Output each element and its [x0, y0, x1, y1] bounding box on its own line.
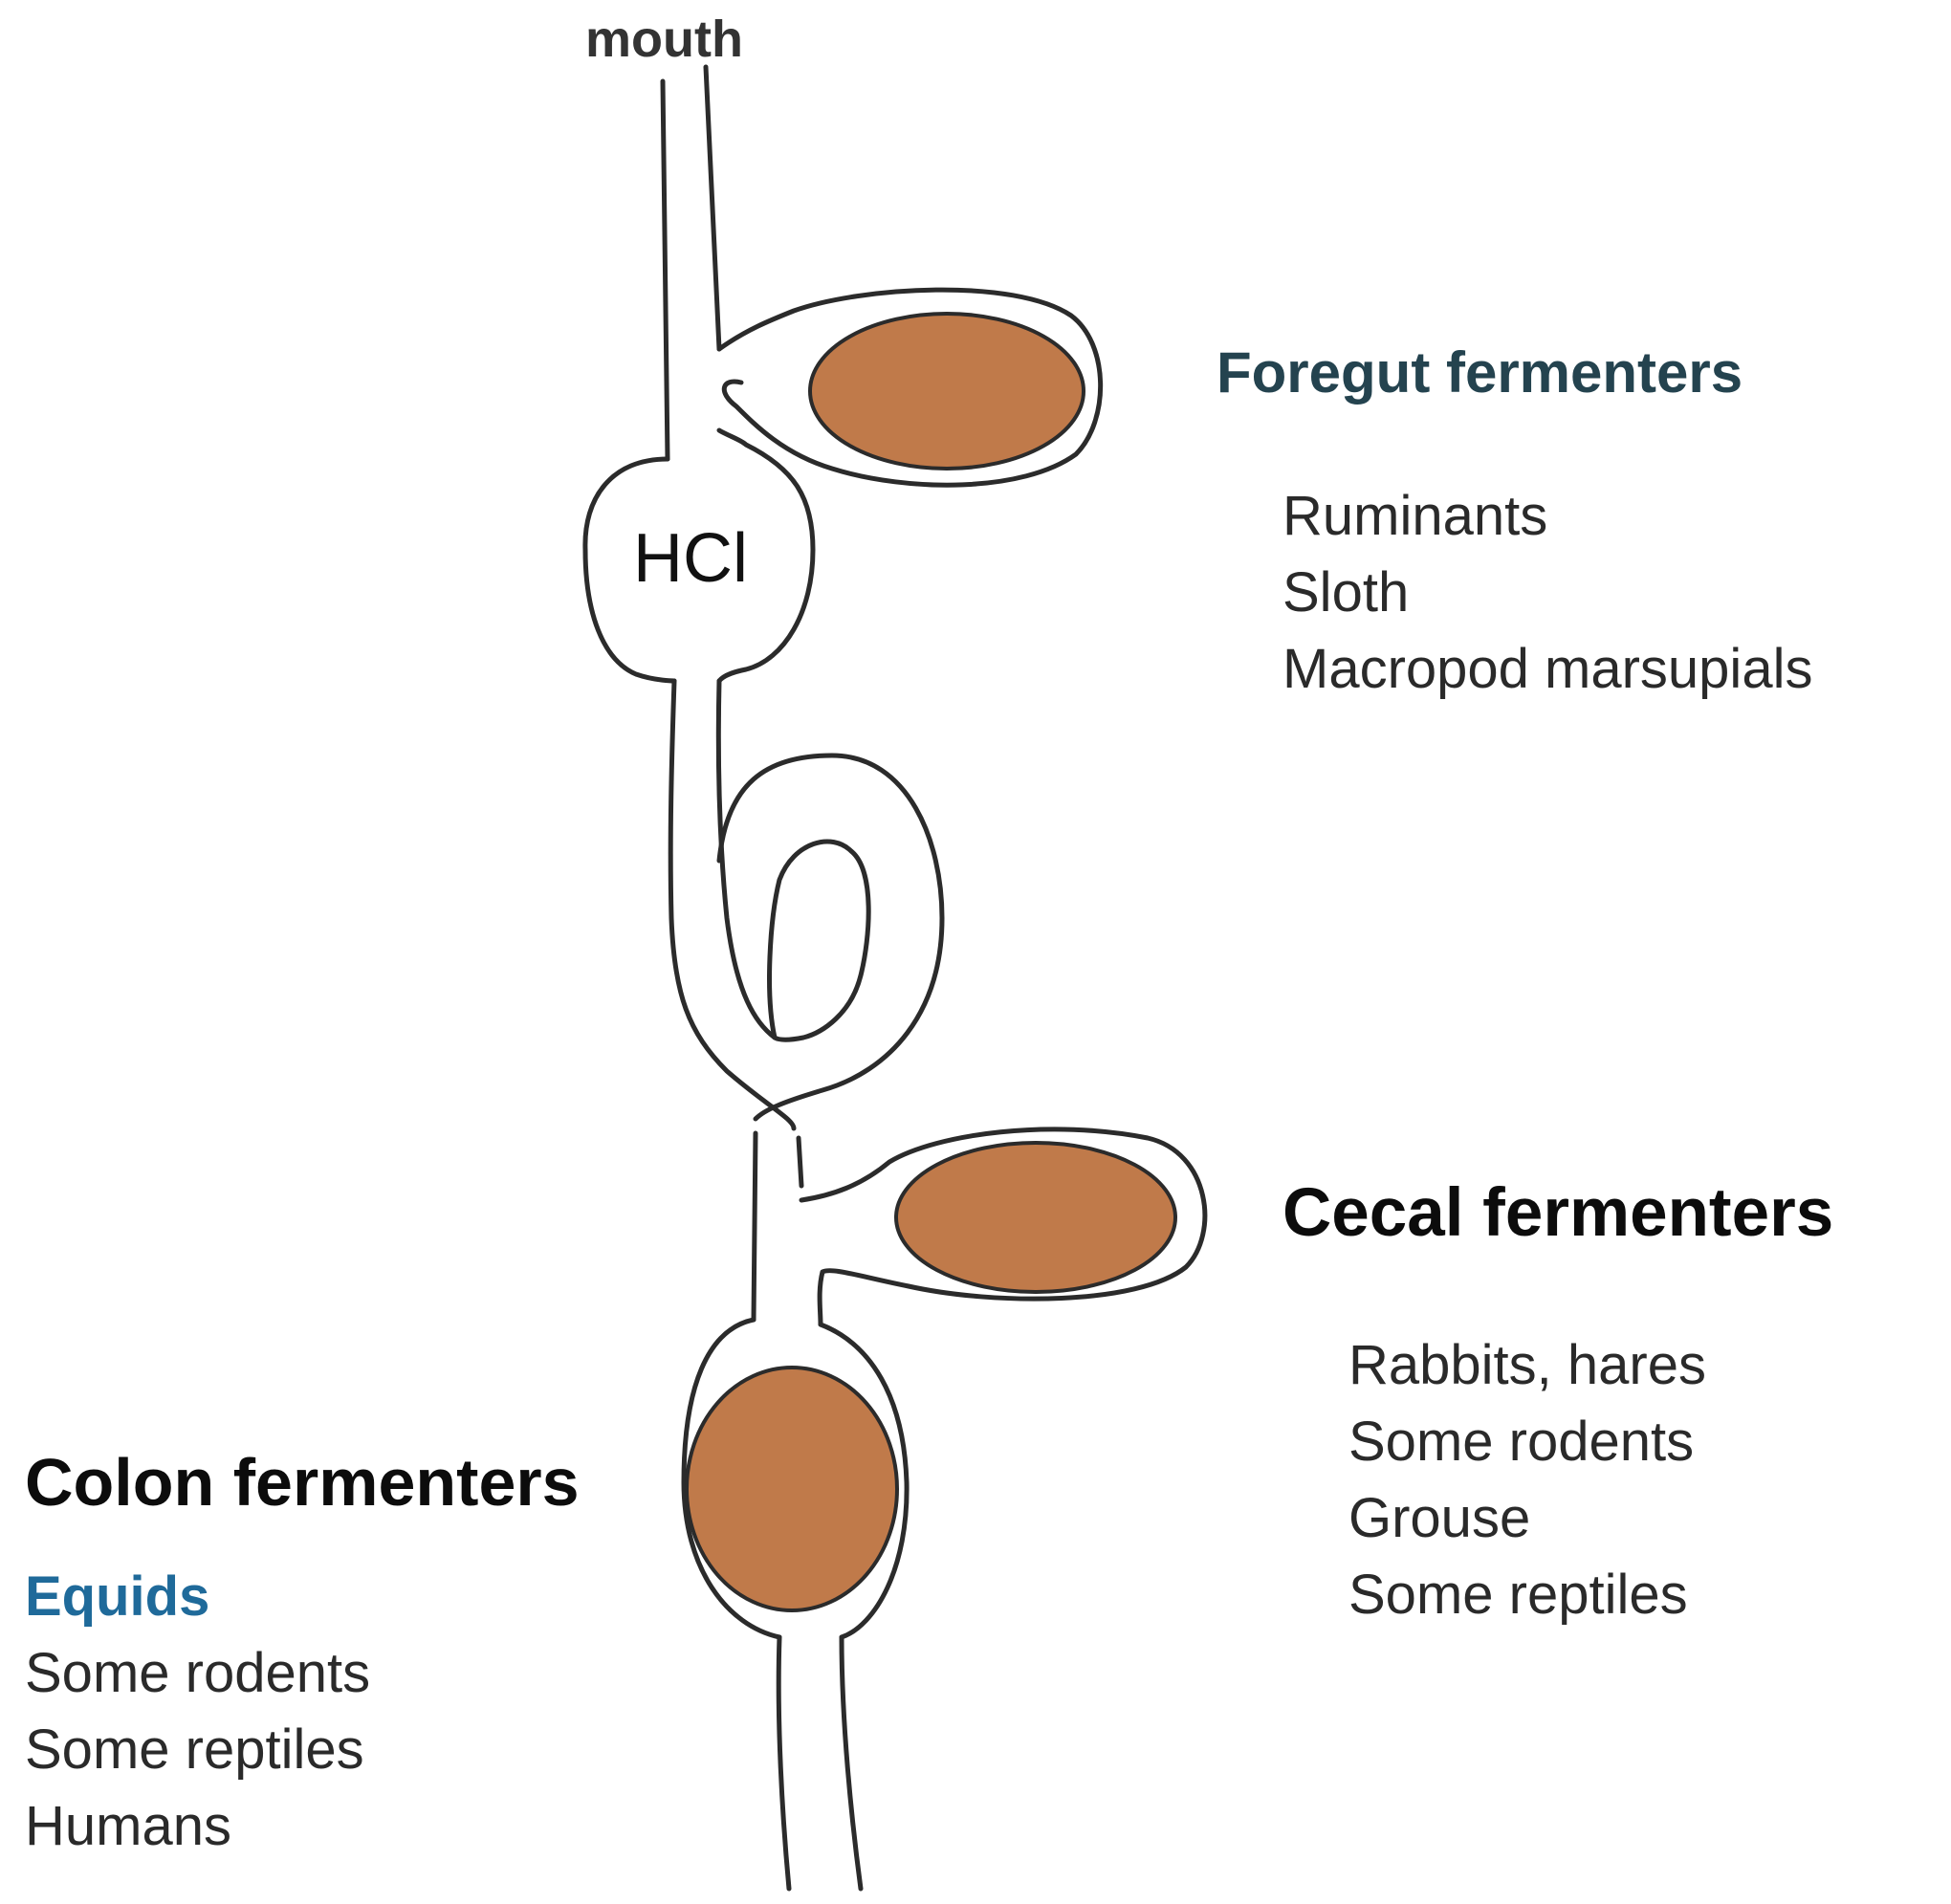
- colon-chamber: [685, 1366, 899, 1612]
- list-item: Some reptiles: [25, 1718, 364, 1781]
- colon-heading: Colon fermenters: [25, 1445, 580, 1520]
- cecum-pouch-outline: [799, 1127, 1208, 1327]
- list-item: Some rodents: [25, 1642, 371, 1704]
- cecum-chamber: [894, 1141, 1177, 1294]
- cecal-heading: Cecal fermenters: [1282, 1175, 1834, 1251]
- mouth-label: mouth: [585, 11, 743, 68]
- list-item: Grouse: [1348, 1487, 1531, 1549]
- rectum-left-wall: [776, 1634, 792, 1892]
- stomach-hcl-label: HCl: [633, 520, 748, 597]
- list-item: Ruminants: [1282, 485, 1548, 547]
- esophagus-right-wall: [703, 64, 722, 352]
- list-item: Rabbits, hares: [1348, 1334, 1706, 1396]
- foregut-heading: Foregut fermenters: [1217, 340, 1743, 405]
- intestine-coil-outer: [716, 753, 945, 1122]
- list-item: Some reptiles: [1348, 1564, 1688, 1626]
- list-item: Macropod marsupials: [1282, 638, 1813, 700]
- ileum-right-wall: [796, 1135, 804, 1189]
- ileum-left-wall: [751, 1130, 758, 1323]
- colon-list: Equids Some rodents Some reptiles Humans: [25, 1559, 370, 1865]
- foregut-pouch-outline: [716, 287, 1104, 488]
- esophagus-left-wall: [660, 78, 670, 462]
- list-item: Sloth: [1282, 561, 1410, 624]
- intestine-coil-inner: [767, 839, 871, 1042]
- intestine-left-wall: [668, 678, 797, 1131]
- stomach-outline: [582, 427, 816, 684]
- highlighted-list-item: Equids: [25, 1565, 210, 1628]
- foregut-chamber: [808, 312, 1085, 471]
- foregut-list: Ruminants Sloth Macropod marsupials: [1282, 478, 1812, 708]
- intestine-right-wall: [715, 678, 778, 1040]
- list-item: Humans: [25, 1795, 231, 1857]
- colon-outline: [681, 1317, 910, 1640]
- cecal-list: Rabbits, hares Some rodents Grouse Some …: [1348, 1327, 1706, 1633]
- rectum-right-wall: [839, 1634, 864, 1892]
- list-item: Some rodents: [1348, 1411, 1695, 1473]
